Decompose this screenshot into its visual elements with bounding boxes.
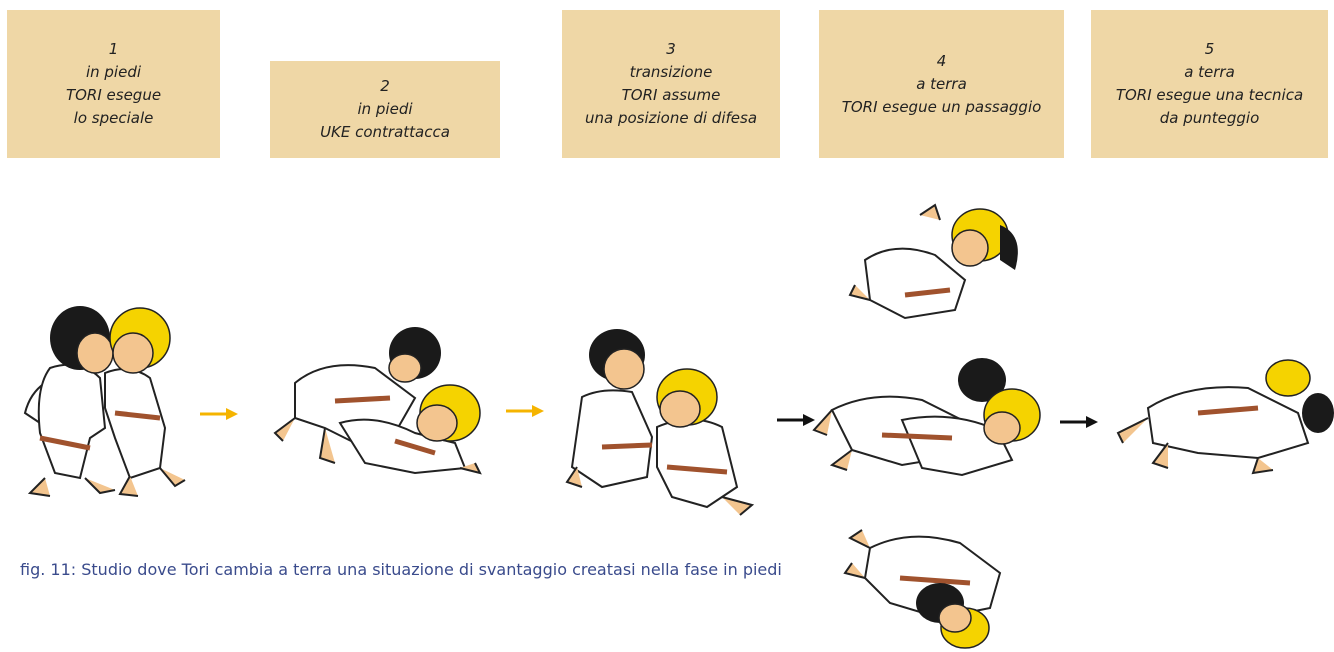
step-box-5: 5 a terra TORI esegue una tecnica da pun…	[1091, 10, 1328, 158]
illustration-step-5-scoring-technique	[1116, 359, 1334, 475]
step-box-2: 2 in piedi UKE contrattacca	[270, 61, 500, 158]
step-number: 2	[380, 77, 390, 95]
step-text-line: TORI esegue una tecnica	[1115, 86, 1304, 104]
step-text-line: a terra	[1184, 63, 1235, 81]
step-text-line: TORI assume	[621, 86, 721, 104]
step-box-4: 4 a terra TORI esegue un passaggio	[819, 10, 1064, 158]
figure-caption: fig. 11: Studio dove Tori cambia a terra…	[20, 560, 782, 579]
step-text-line: da punteggio	[1159, 109, 1260, 127]
illustration-step-2-counter-attack	[273, 327, 482, 475]
step-text-line: a terra	[916, 74, 967, 93]
step-box-3: 3 transizione TORI assume una posizione …	[562, 10, 780, 158]
step-text-line: UKE contrattacca	[320, 123, 450, 141]
illustration-step-3-transition	[565, 329, 755, 516]
step-text-line: in piedi	[85, 63, 142, 81]
step-text-line: TORI esegue	[65, 86, 162, 104]
step-number: 4	[936, 51, 947, 70]
illustration-step-4-variant-b	[843, 529, 1002, 649]
step-text-line: transizione	[629, 63, 713, 81]
step-number: 3	[666, 40, 676, 58]
step-text-line: TORI esegue un passaggio	[841, 97, 1042, 116]
step-text-line: lo speciale	[73, 109, 154, 127]
step-box-1: 1 in piedi TORI esegue lo speciale	[7, 10, 220, 158]
arrow-right-icon	[777, 414, 815, 426]
step-number: 1	[108, 40, 119, 58]
arrow-right-icon	[200, 408, 238, 420]
illustration-step-4-variant-a	[848, 203, 1018, 320]
illustration-step-1-standing-throw	[23, 306, 186, 497]
step-number: 5	[1204, 40, 1215, 58]
arrow-right-icon	[506, 405, 544, 417]
step-text-line: una posizione di difesa	[584, 109, 758, 127]
step-text-line: in piedi	[357, 100, 413, 118]
arrow-right-icon	[1060, 416, 1098, 428]
illustration-step-4-passage	[812, 358, 1041, 477]
